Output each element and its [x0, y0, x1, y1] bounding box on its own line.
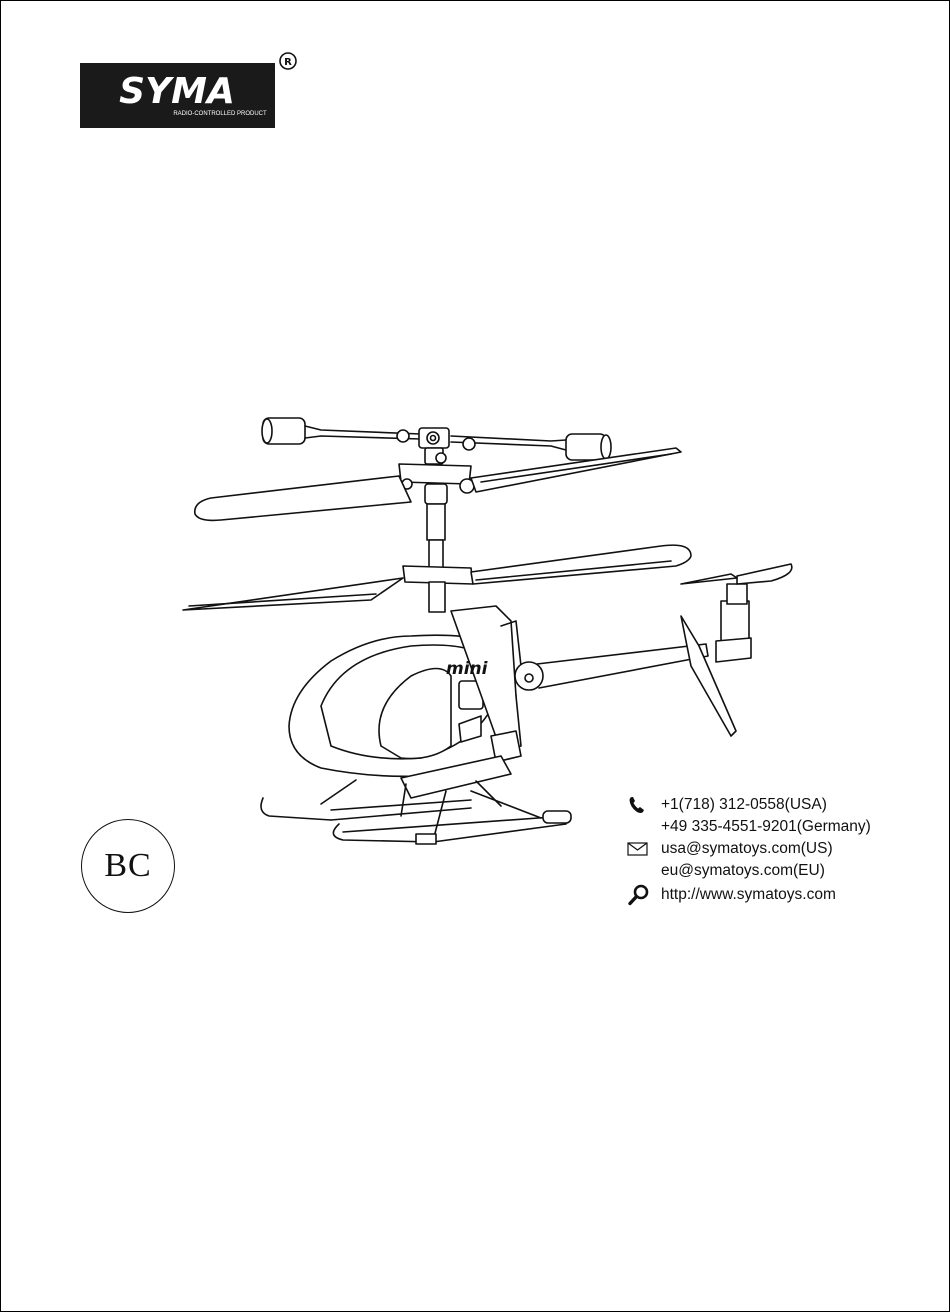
model-badge: BC [81, 819, 175, 913]
syma-logo-graphic: SYMA RADIO-CONTROLLED PRODUCT [80, 63, 275, 128]
contact-web: http://www.symatoys.com [627, 884, 927, 906]
tail-boom [515, 564, 792, 736]
syma-logo: SYMA RADIO-CONTROLLED PRODUCT [80, 63, 275, 128]
contact-block: +1(718) 312-0558(USA) +49 335-4551-9201(… [627, 794, 927, 906]
logo-tagline: RADIO-CONTROLLED PRODUCT [173, 111, 267, 117]
svg-text:R: R [284, 57, 292, 68]
model-badge-text: BC [104, 847, 151, 885]
fuselage: mini [289, 606, 521, 798]
phone-line-germany[interactable]: +49 335-4551-9201(Germany) [661, 816, 871, 838]
phone-icon [627, 794, 661, 816]
contact-email: usa@symatoys.com(US) eu@symatoys.com(EU) [627, 838, 927, 882]
email-eu[interactable]: eu@symatoys.com(EU) [661, 860, 833, 882]
registered-mark: R [278, 51, 298, 71]
phone-line-usa[interactable]: +1(718) 312-0558(USA) [661, 794, 871, 816]
logo-wordmark: SYMA [119, 71, 235, 112]
fuselage-label: mini [446, 659, 489, 679]
website-link[interactable]: http://www.symatoys.com [661, 884, 836, 906]
email-us[interactable]: usa@symatoys.com(US) [661, 838, 833, 860]
envelope-icon [627, 838, 661, 860]
magnifier-icon [627, 884, 661, 906]
contact-phone: +1(718) 312-0558(USA) +49 335-4551-9201(… [627, 794, 927, 838]
helicopter-illustration: mini [171, 406, 811, 861]
